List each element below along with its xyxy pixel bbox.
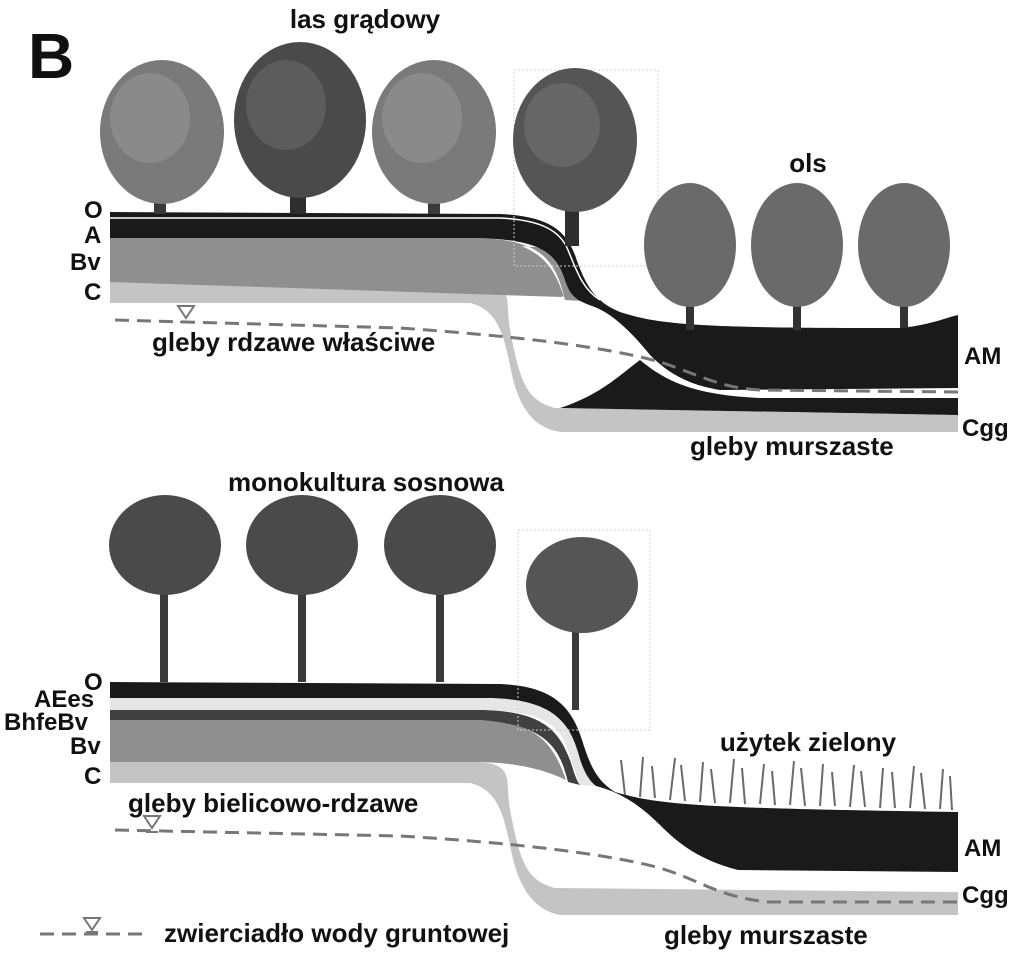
panel-letter: B bbox=[28, 20, 74, 92]
bottom-horizon-bhfebv: BhfeBv bbox=[4, 709, 89, 736]
top-right-soil: gleby murszaste bbox=[690, 431, 894, 461]
bottom-organic-layer bbox=[110, 682, 958, 872]
bottom-horizon-c: C bbox=[84, 763, 101, 790]
bottom-horizon-am: AM bbox=[964, 835, 1001, 862]
bottom-bv-layer bbox=[110, 720, 566, 780]
top-horizon-o: O bbox=[84, 197, 103, 224]
tree-icon bbox=[858, 183, 950, 328]
bottom-pine-trees bbox=[109, 495, 651, 731]
top-horizon-bv: Bv bbox=[70, 249, 101, 276]
bottom-horizon-cgg: Cgg bbox=[962, 882, 1009, 909]
top-forest-trees bbox=[100, 42, 659, 267]
bottom-panel bbox=[109, 495, 958, 915]
bottom-wet-title: użytek zielony bbox=[720, 727, 897, 757]
bottom-bhfebv-layer bbox=[110, 710, 580, 785]
pine-tree-icon bbox=[384, 495, 496, 682]
tree-icon bbox=[513, 68, 659, 267]
bottom-horizon-bv: Bv bbox=[70, 733, 101, 760]
top-horizon-c: C bbox=[84, 279, 101, 306]
top-am-lower bbox=[560, 360, 958, 415]
bottom-horizon-o: O bbox=[84, 669, 103, 696]
top-bv-fill bbox=[110, 238, 564, 297]
tree-icon bbox=[644, 183, 736, 330]
top-wet-title: ols bbox=[789, 148, 827, 178]
top-horizon-am: AM bbox=[964, 343, 1001, 370]
top-alder-trees bbox=[644, 183, 950, 330]
bottom-water-table-icon bbox=[142, 815, 162, 830]
bottom-left-soil: gleby bielicowo-rdzawe bbox=[128, 788, 418, 818]
water-table-triangle-icon bbox=[82, 917, 102, 932]
tree-icon bbox=[100, 60, 224, 214]
bottom-horizon-aees: AEes bbox=[34, 686, 94, 713]
top-panel bbox=[100, 42, 959, 432]
tree-icon bbox=[751, 183, 843, 330]
bottom-c-layer bbox=[110, 762, 958, 915]
legend-water-table-label: zwierciadło wody gruntowej bbox=[164, 918, 509, 948]
pine-tree-icon bbox=[109, 495, 221, 682]
top-o-line bbox=[110, 217, 601, 301]
top-horizon-a: A bbox=[84, 222, 101, 249]
tree-icon bbox=[372, 60, 496, 214]
tree-icon bbox=[234, 42, 366, 214]
pine-tree-icon bbox=[517, 529, 651, 731]
bottom-right-soil: gleby murszaste bbox=[664, 920, 868, 950]
top-water-table-icon bbox=[176, 305, 196, 320]
top-c-layer bbox=[110, 282, 958, 432]
legend: zwierciadło wody gruntowej bbox=[40, 917, 509, 948]
top-title: las grądowy bbox=[290, 4, 441, 34]
bottom-aees-layer bbox=[110, 698, 596, 786]
bottom-water-table-line bbox=[114, 828, 958, 904]
top-horizon-cgg: Cgg bbox=[962, 415, 1009, 442]
pine-tree-icon bbox=[246, 495, 358, 682]
bottom-title: monokultura sosnowa bbox=[228, 467, 504, 497]
top-left-soil: gleby rdzawe właściwe bbox=[152, 327, 435, 357]
top-organic-layer bbox=[110, 212, 958, 390]
top-water-table-line bbox=[114, 318, 959, 394]
grass-icon bbox=[620, 756, 953, 811]
